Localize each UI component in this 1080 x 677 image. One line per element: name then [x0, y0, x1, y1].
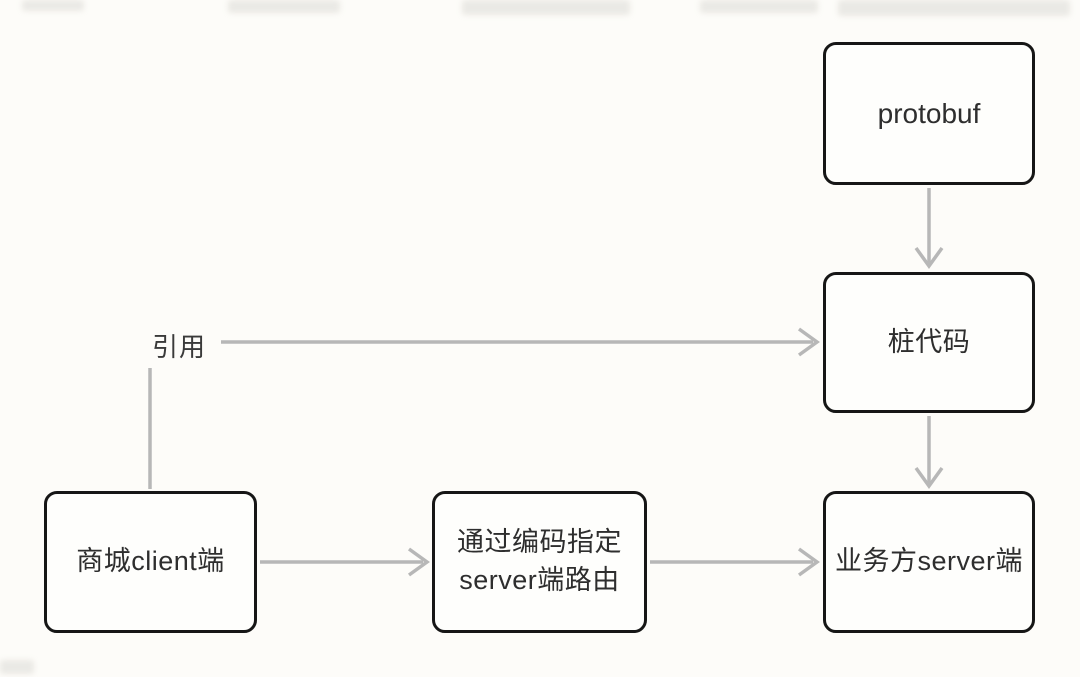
node-label: 商城client端	[76, 546, 225, 577]
node-protobuf: protobuf	[823, 42, 1035, 185]
crop-artifact	[22, 0, 84, 11]
arrowhead-right-icon	[797, 547, 820, 577]
arrowhead-down-icon	[914, 246, 944, 269]
crop-artifact	[838, 0, 1070, 16]
node-stub-code: 桩代码	[823, 272, 1035, 413]
crop-artifact	[700, 0, 818, 13]
crop-artifact	[0, 660, 34, 674]
node-business-server: 业务方server端	[823, 491, 1035, 633]
arrowhead-right-icon	[407, 547, 430, 577]
arrowhead-right-icon	[797, 327, 820, 357]
crop-artifact	[462, 0, 630, 15]
node-routing: 通过编码指定 server端路由	[432, 491, 647, 633]
edge-mall-client-to-stub-code	[148, 327, 820, 489]
node-label: 通过编码指定 server端路由	[457, 527, 622, 595]
edge-routing-to-business-server	[650, 547, 820, 577]
edge-label-reference: 引用	[152, 332, 207, 362]
node-label: 业务方server端	[834, 546, 1023, 577]
node-mall-client: 商城client端	[44, 491, 257, 633]
edge-stub-code-to-business-server	[914, 416, 944, 489]
node-label: protobuf	[877, 97, 981, 129]
edge-mall-client-to-routing	[260, 547, 430, 577]
crop-artifact	[228, 0, 340, 13]
arrowhead-down-icon	[914, 466, 944, 489]
node-label: 桩代码	[887, 326, 971, 357]
edge-protobuf-to-stub-code	[914, 188, 944, 269]
